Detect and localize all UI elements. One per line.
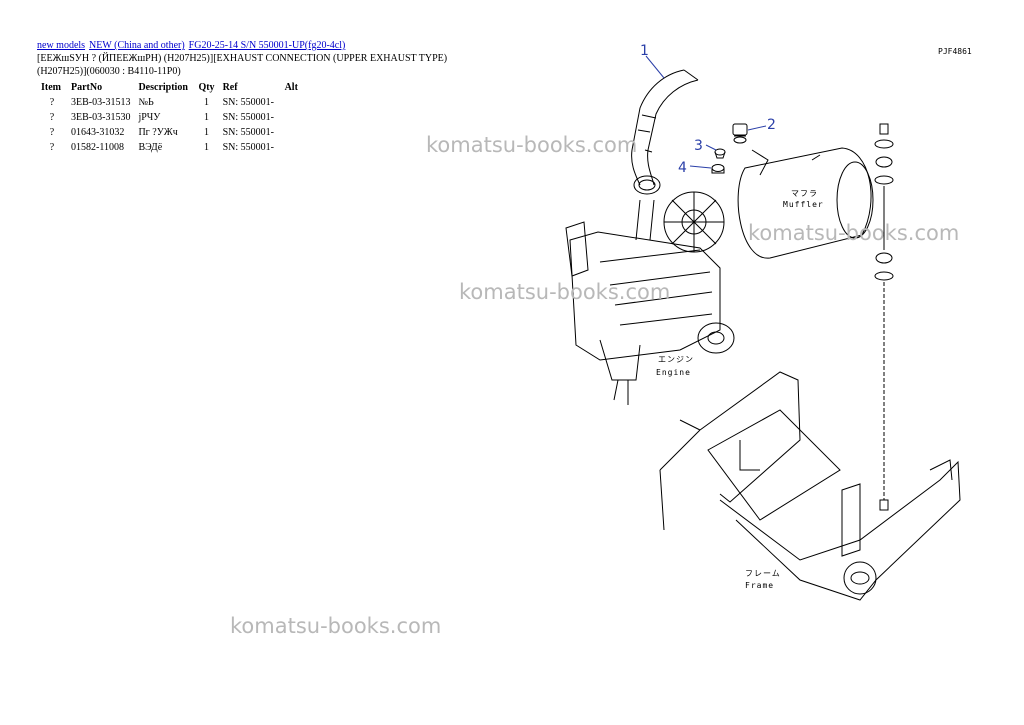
col-header-ref: Ref	[222, 81, 238, 93]
cell-partno: 3EB-03-31513	[71, 97, 131, 108]
col-header-alt: Alt	[284, 81, 298, 93]
cell-partno: 3EB-03-31530	[71, 112, 131, 123]
callout-2: 2	[767, 117, 776, 133]
cell-ref: SN: 550001-	[222, 97, 274, 108]
page-title: [ЕЕЖшSУН ? (ЙПЕЕЖшРН) (Н207Н25)][EXHAUST…	[37, 53, 448, 64]
bolt-drawing	[714, 148, 726, 159]
frame-label-en: Frame	[745, 581, 774, 590]
table-header-row: Item PartNo Description Qty Ref Alt	[37, 79, 309, 95]
mount-stack-drawing	[874, 123, 894, 511]
cell-qty: 1	[204, 97, 209, 108]
breadcrumb-link-model[interactable]: FG20-25-14 S/N 550001-UP(fg20-4cl)	[188, 40, 346, 51]
col-header-description: Description	[138, 81, 188, 93]
cell-description: Пг ?УЖч	[138, 127, 178, 138]
clamp-drawing	[732, 123, 748, 144]
cell-item: ?	[49, 112, 55, 123]
table-row: ? 3EB-03-31530 jPЧУ 1 SN: 550001-	[37, 110, 309, 125]
callout-4: 4	[678, 160, 687, 176]
engine-label-en: Engine	[656, 368, 691, 377]
engine-label-jp: エンジン	[658, 355, 694, 364]
cell-partno: 01643-31032	[71, 127, 125, 138]
cell-qty: 1	[204, 112, 209, 123]
muffler-label-jp: マフラ	[791, 189, 818, 198]
col-header-partno: PartNo	[71, 81, 103, 93]
engine-drawing	[565, 191, 735, 405]
cell-partno: 01582-11008	[71, 142, 124, 153]
callout-3: 3	[694, 138, 703, 154]
cell-ref: SN: 550001-	[222, 142, 274, 153]
cell-ref: SN: 550001-	[222, 127, 274, 138]
breadcrumb-link-new-models[interactable]: new models	[37, 40, 86, 51]
plate-code: PJF4861	[938, 47, 972, 56]
callout-leaders	[645, 55, 767, 169]
cell-item: ?	[49, 127, 55, 138]
nut-drawing	[711, 164, 725, 174]
muffler-drawing	[737, 147, 874, 259]
frame-drawing	[659, 371, 961, 601]
parts-table: Item PartNo Description Qty Ref Alt ? 3E…	[37, 79, 309, 155]
cell-item: ?	[49, 97, 55, 108]
table-row: ? 3EB-03-31513 №Ь 1 SN: 550001-	[37, 95, 309, 110]
page-subtitle: (H207H25)](060030 : B4110-11P0)	[37, 66, 181, 77]
breadcrumb-link-region[interactable]: NEW (China and other)	[89, 40, 185, 51]
cell-item: ?	[49, 142, 55, 153]
cell-description: №Ь	[138, 97, 154, 108]
cell-ref: SN: 550001-	[222, 112, 274, 123]
exhaust-pipe-drawing	[631, 69, 699, 241]
table-row: ? 01643-31032 Пг ?УЖч 1 SN: 550001-	[37, 125, 309, 140]
muffler-label-en: Muffler	[783, 200, 824, 209]
callout-1: 1	[640, 43, 649, 59]
col-header-qty: Qty	[198, 81, 215, 93]
cell-description: ВЭДё	[138, 142, 163, 153]
cell-qty: 1	[204, 142, 209, 153]
cell-qty: 1	[204, 127, 209, 138]
table-row: ? 01582-11008 ВЭДё 1 SN: 550001-	[37, 140, 309, 155]
col-header-item: Item	[41, 81, 61, 93]
cell-description: jPЧУ	[138, 112, 161, 123]
frame-label-jp: フレーム	[745, 569, 781, 578]
